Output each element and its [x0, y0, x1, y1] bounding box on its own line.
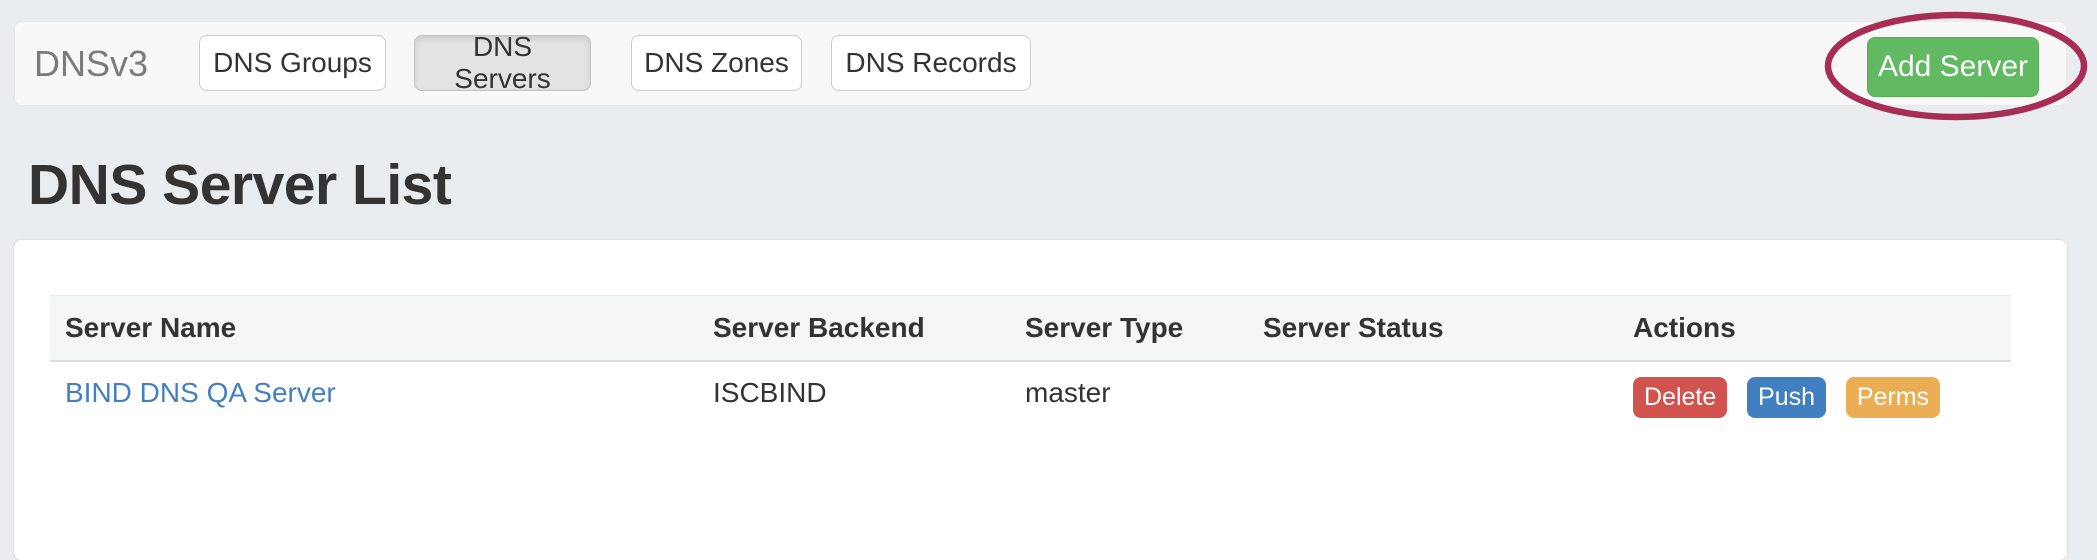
column-header-actions: Actions — [1618, 295, 2011, 362]
column-header-server-backend: Server Backend — [698, 295, 1010, 362]
tab-dns-records[interactable]: DNS Records — [831, 35, 1031, 91]
page-title: DNS Server List — [28, 153, 452, 217]
brand-dnsv3[interactable]: DNSv3 — [34, 43, 149, 84]
column-header-server-status: Server Status — [1248, 295, 1618, 362]
tab-dns-servers[interactable]: DNS Servers — [414, 31, 591, 94]
cell-server-type: master — [1025, 377, 1111, 408]
push-button[interactable]: Push — [1747, 377, 1827, 418]
navbar: DNSv3 DNS Groups DNS Servers DNS Zones D… — [14, 21, 2067, 106]
server-name-link[interactable]: BIND DNS QA Server — [65, 377, 336, 408]
cell-actions: Delete Push Perms — [1618, 361, 2011, 433]
tab-dns-zones[interactable]: DNS Zones — [631, 35, 802, 91]
cell-server-name: BIND DNS QA Server — [50, 361, 698, 433]
cell-server-status — [1248, 361, 1618, 433]
table-row: BIND DNS QA Server ISCBIND master Delete… — [50, 361, 2011, 433]
perms-button[interactable]: Perms — [1845, 377, 1941, 418]
add-server-button[interactable]: Add Server — [1867, 37, 2039, 97]
tab-dns-groups[interactable]: DNS Groups — [199, 35, 386, 91]
delete-button[interactable]: Delete — [1633, 377, 1728, 418]
column-header-server-type: Server Type — [1010, 295, 1248, 362]
cell-server-backend: ISCBIND — [713, 377, 827, 408]
table-header-row: Server Name Server Backend Server Type S… — [50, 295, 2011, 362]
server-table: Server Name Server Backend Server Type S… — [50, 295, 2011, 433]
column-header-server-name: Server Name — [50, 295, 698, 362]
server-list-card: Server Name Server Backend Server Type S… — [14, 240, 2067, 560]
